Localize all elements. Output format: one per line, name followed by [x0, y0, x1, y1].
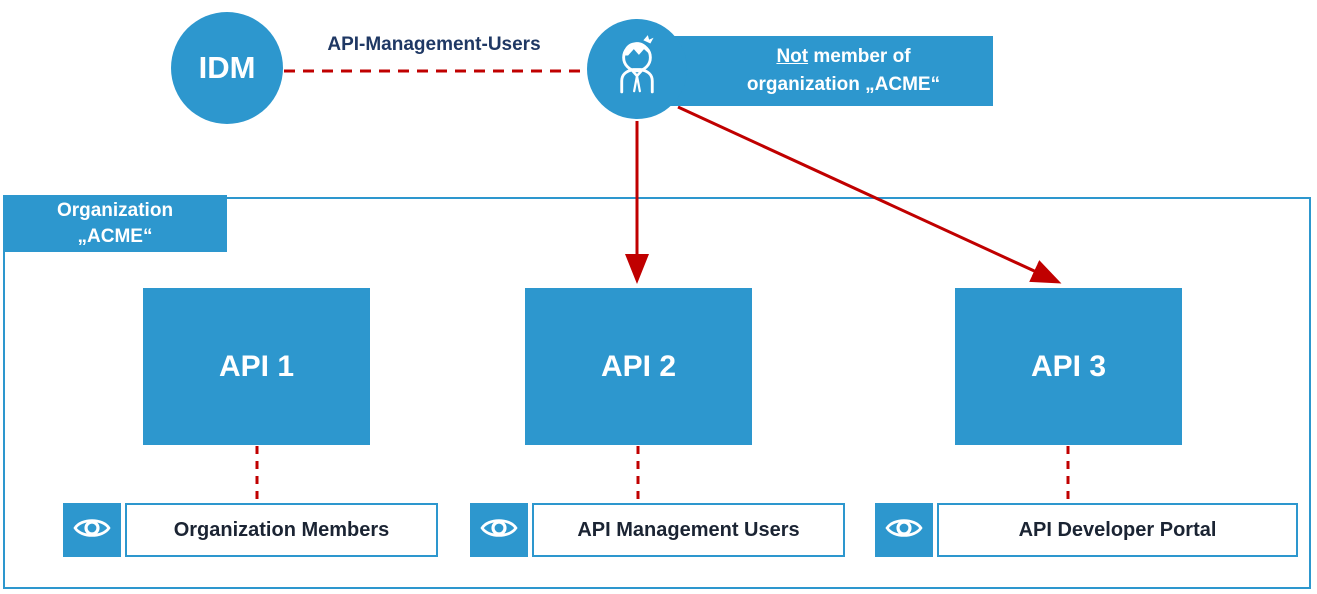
portal3-label: API Developer Portal — [1018, 518, 1217, 541]
api2-label: API 2 — [600, 349, 677, 383]
api1-node: API 1 — [143, 288, 370, 445]
eye-icon — [882, 509, 926, 552]
user-note-line1-rest: member of — [813, 46, 911, 68]
api1-label: API 1 — [218, 349, 295, 383]
portal1-eye-badge — [63, 503, 121, 557]
api2-node: API 2 — [525, 288, 752, 445]
portal3-eye-badge — [875, 503, 933, 557]
portal2-eye-badge — [470, 503, 528, 557]
eye-icon — [70, 509, 114, 552]
api3-node: API 3 — [955, 288, 1182, 445]
portal2-label: API Management Users — [577, 518, 800, 541]
idm-connector-label: API-Management-Users — [327, 34, 541, 55]
organization-label-line2: „ACME“ — [77, 225, 153, 247]
eye-icon — [477, 509, 521, 552]
organization-label: Organization „ACME“ — [3, 195, 227, 252]
portal1-label: Organization Members — [173, 518, 390, 541]
idm-node: IDM — [171, 12, 283, 124]
person-icon — [605, 32, 669, 107]
portal3-box: API Developer Portal — [937, 503, 1298, 557]
portal1-box: Organization Members — [125, 503, 438, 557]
user-note-underlined-word: Not — [776, 46, 809, 68]
user-node — [587, 19, 687, 119]
api3-label: API 3 — [1030, 349, 1107, 383]
user-note-line2: organization „ACME“ — [746, 74, 941, 95]
organization-label-line1: Organization — [56, 199, 174, 221]
organization-container — [3, 197, 1311, 589]
idm-label: IDM — [198, 50, 256, 85]
portal2-box: API Management Users — [532, 503, 845, 557]
